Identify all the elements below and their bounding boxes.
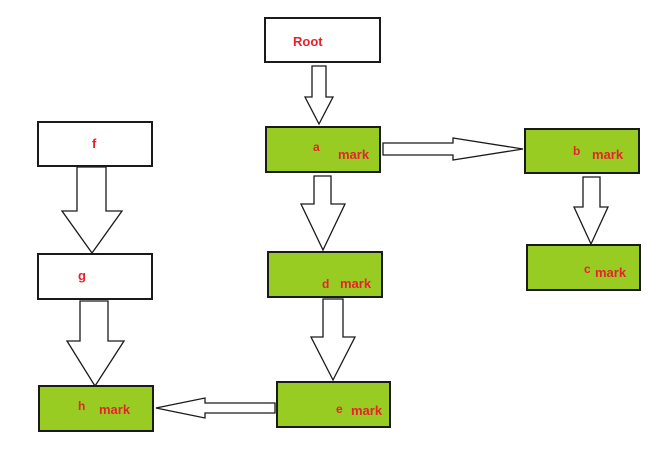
node-f-label: f [92, 136, 97, 151]
node-h-mark: mark [99, 402, 131, 417]
node-b-mark: mark [592, 147, 624, 162]
node-root: Root [264, 17, 381, 63]
node-a-label: a [313, 140, 320, 154]
node-d-mark: mark [340, 276, 372, 291]
arrow-b-to-c [572, 176, 610, 246]
arrow-d-to-e [309, 298, 357, 382]
node-d: d mark [267, 251, 383, 298]
node-g: g [37, 253, 153, 300]
node-g-label: g [78, 268, 86, 283]
node-c: c mark [526, 244, 641, 291]
arrow-a-to-b [382, 137, 524, 161]
node-c-label: c [584, 262, 591, 276]
node-a-mark: mark [338, 147, 370, 162]
arrow-f-to-g [60, 166, 124, 255]
node-b-label: b [573, 144, 581, 158]
node-h-label: h [78, 399, 86, 413]
node-h: h mark [38, 385, 154, 432]
arrow-root-to-a [303, 65, 335, 126]
arrow-g-to-h [65, 300, 126, 388]
node-e-label: e [336, 402, 343, 416]
node-e-mark: mark [351, 403, 383, 418]
node-root-label: Root [293, 34, 323, 49]
node-a: a mark [265, 126, 381, 173]
arrow-e-to-h [155, 397, 276, 419]
node-d-label: d [322, 277, 330, 291]
node-f: f [37, 121, 153, 167]
node-c-mark: mark [595, 265, 627, 280]
arrow-a-to-d [299, 175, 347, 252]
node-b: b mark [524, 128, 640, 174]
node-e: e mark [276, 381, 391, 428]
